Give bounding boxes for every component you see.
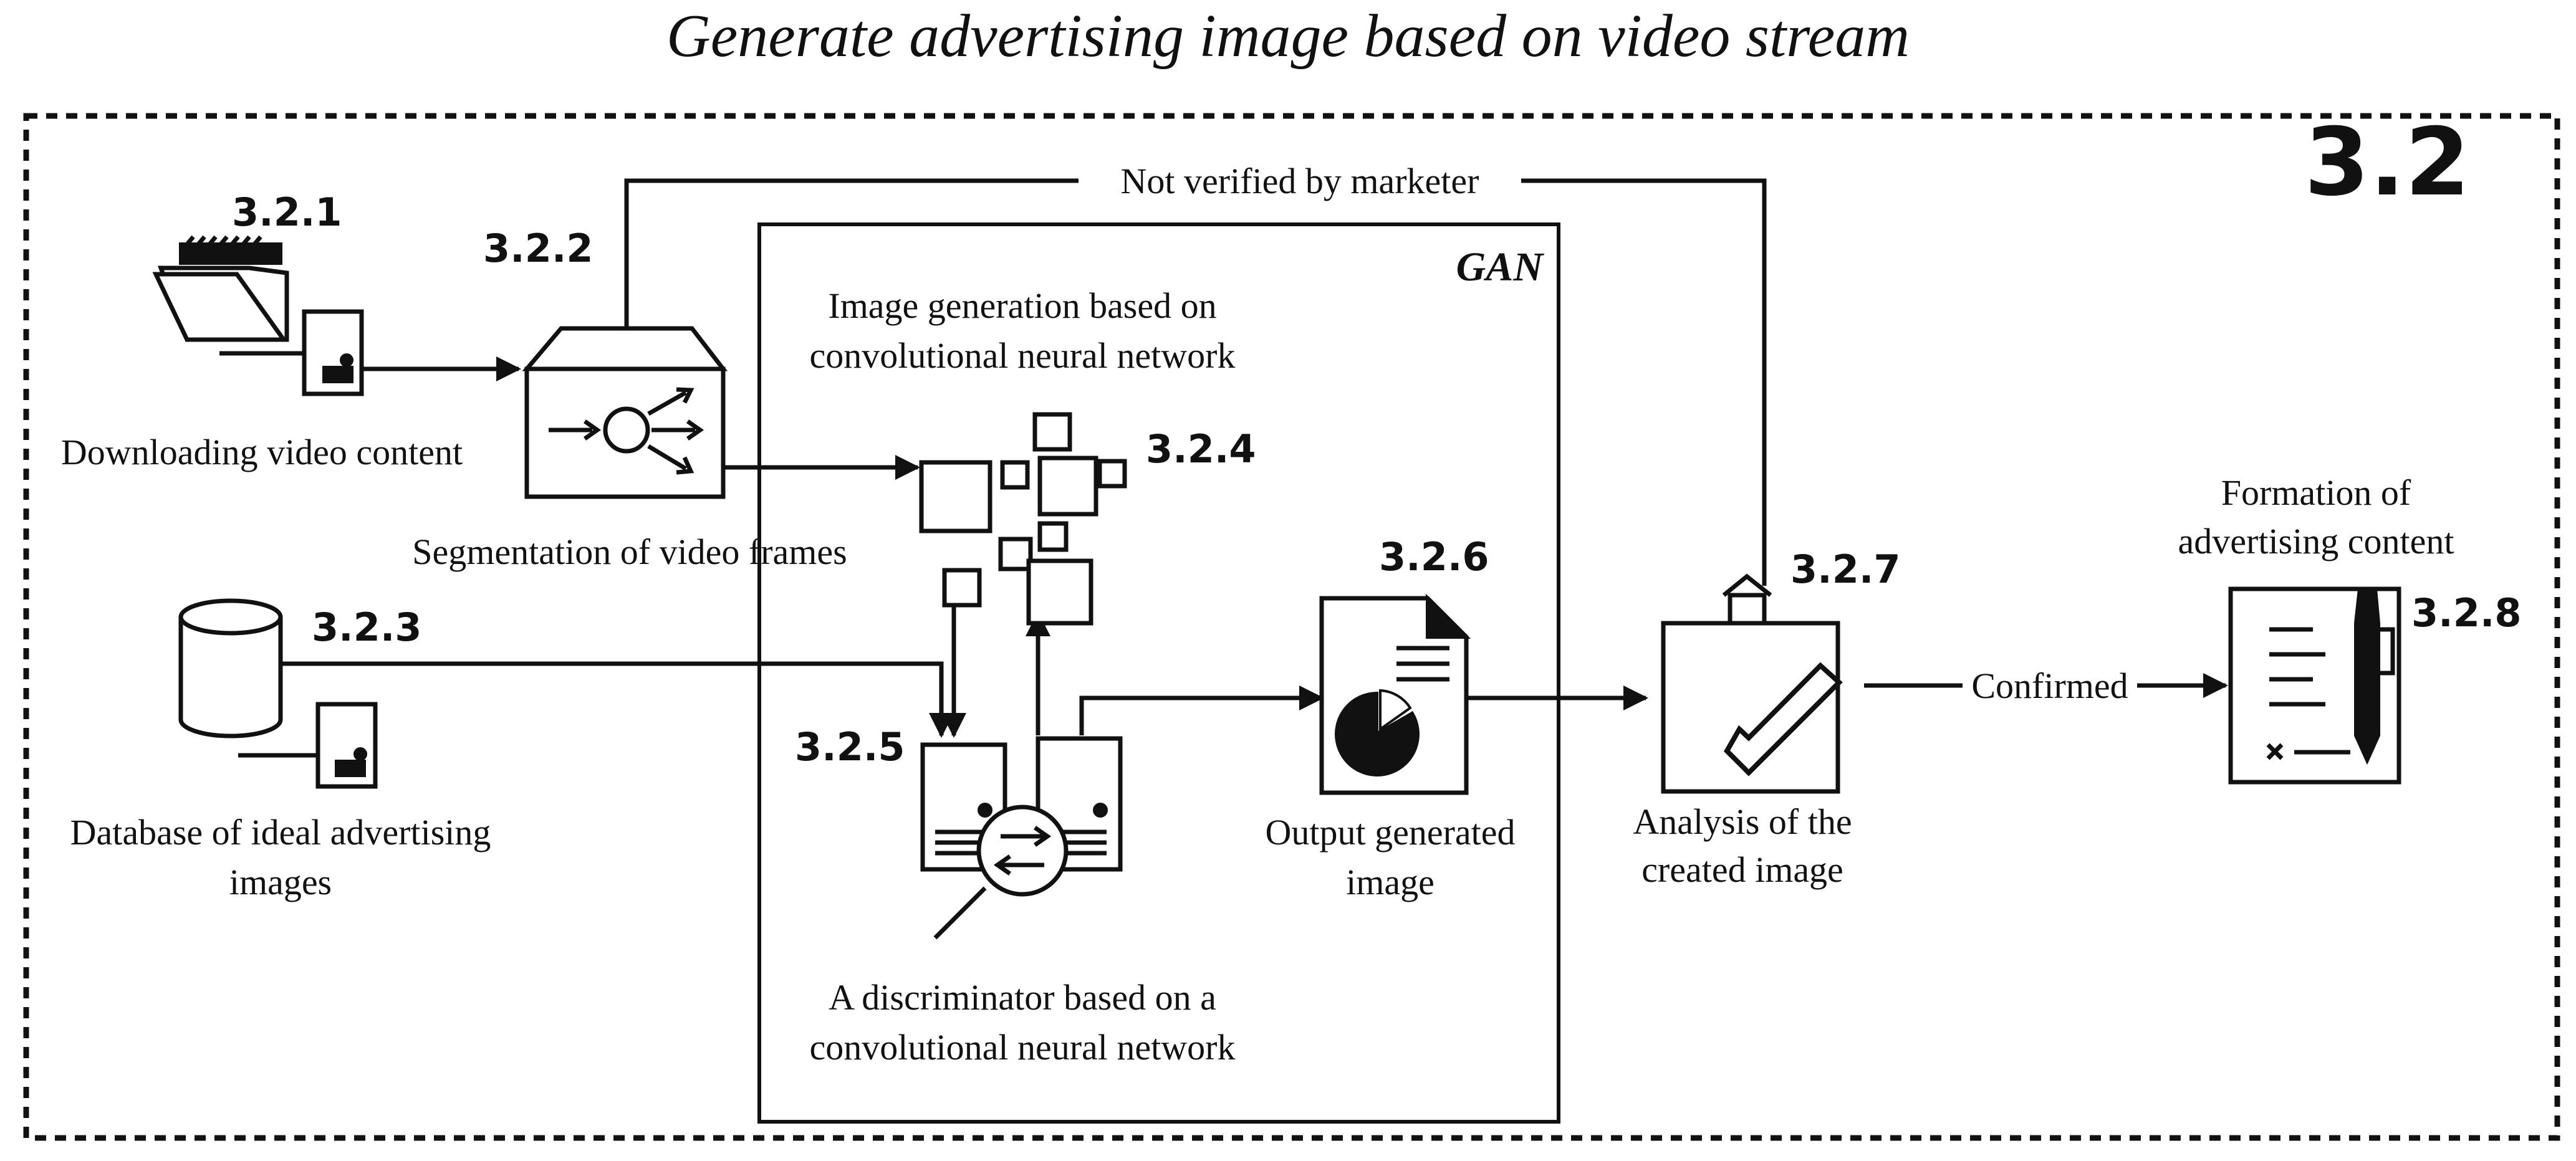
node-324-label-line2: convolutional neural network [810, 335, 1236, 376]
node-323-label-line2: images [229, 862, 332, 902]
node-325-label-line1: A discriminator based on a [829, 977, 1216, 1018]
node-324-number: 3.2.4 [1146, 426, 1256, 472]
node-328-label-line2: advertising content [2178, 521, 2454, 561]
node-323-label-line1: Database of ideal advertising [70, 812, 491, 853]
node-327-number: 3.2.7 [1790, 547, 1901, 592]
node-formation: Formation of advertising content 3.2.8 [2178, 472, 2522, 785]
gan-box [757, 222, 1560, 1124]
folder-with-document-icon [152, 235, 364, 396]
section-boundary [23, 113, 2560, 1141]
node-326-number: 3.2.6 [1379, 534, 1489, 580]
node-output-image: 3.2.6 Output generated image [1265, 534, 1515, 902]
generator-squares-icon [919, 412, 1127, 626]
node-321-number: 3.2.1 [232, 189, 342, 235]
node-327-label-line1: Analysis of the [1633, 801, 1852, 842]
document-pie-chart-icon [1319, 593, 1471, 795]
section-number: 3.2 [2304, 108, 2470, 217]
shopping-bag-check-icon [1661, 573, 1843, 794]
node-database: 3.2.3 Database of ideal advertising imag… [70, 598, 491, 902]
edge-discriminator-to-output [1079, 686, 1324, 735]
node-download-video: 3.2.1 Downloading video content [61, 189, 463, 472]
node-321-label-line1: Downloading video content [61, 432, 463, 472]
node-328-number: 3.2.8 [2411, 590, 2522, 636]
edge-not-verified-feedback [614, 178, 1767, 586]
node-322-number: 3.2.2 [483, 226, 594, 271]
node-328-label-line1: Formation of [2221, 472, 2411, 513]
node-generator: Image generation based on convolutional … [810, 285, 1256, 626]
node-327-label-line2: created image [1641, 849, 1843, 890]
node-326-label-line2: image [1346, 862, 1435, 902]
node-discriminator: 3.2.5 A discriminator based on a convolu… [795, 724, 1235, 1068]
node-322-label-line1: Segmentation of video frames [412, 532, 847, 572]
node-segmentation: 3.2.2 Segmentation of video frames [412, 226, 847, 572]
discriminator-servers-magnifier-icon [920, 736, 1123, 940]
database-cylinder-icon [178, 598, 378, 789]
edge-label-confirmed: Confirmed [1971, 666, 2128, 706]
node-326-label-line1: Output generated [1265, 812, 1515, 853]
edge-label-not-verified: Not verified by marketer [1121, 161, 1479, 201]
gan-label: GAN [1456, 244, 1545, 290]
node-analysis: 3.2.7 Analysis of the created image [1633, 547, 1900, 890]
diagram-title: Generate advertising image based on vide… [666, 2, 1910, 70]
node-325-label-line2: convolutional neural network [810, 1027, 1236, 1068]
node-324-label-line1: Image generation based on [828, 285, 1216, 326]
contract-with-pen-icon [2228, 586, 2401, 785]
node-325-number: 3.2.5 [795, 724, 905, 770]
router-box-icon [522, 326, 728, 499]
node-323-number: 3.2.3 [312, 604, 422, 650]
